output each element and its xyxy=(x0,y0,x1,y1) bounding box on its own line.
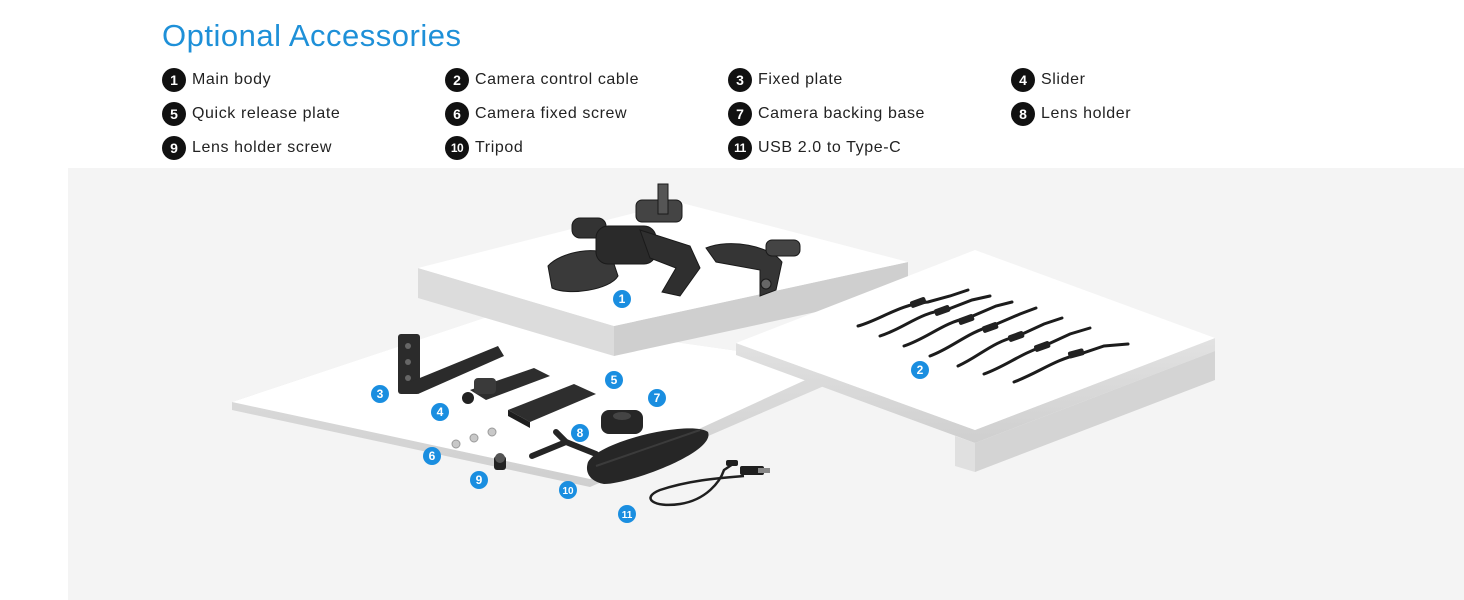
legend-item: 8 Lens holder xyxy=(1011,102,1131,126)
svg-text:5: 5 xyxy=(611,373,618,387)
legend-item: 5 Quick release plate xyxy=(162,102,340,126)
usb-cable xyxy=(649,460,770,507)
svg-text:6: 6 xyxy=(429,449,436,463)
legend-label: Lens holder xyxy=(1041,105,1132,122)
svg-text:2: 2 xyxy=(917,363,924,377)
quick-release-plate xyxy=(508,384,596,428)
svg-text:7: 7 xyxy=(654,391,661,405)
camera-backing-base xyxy=(601,410,643,434)
svg-text:9: 9 xyxy=(476,473,483,487)
legend-item: 4 Slider xyxy=(1011,68,1086,92)
number-badge: 7 xyxy=(728,102,752,126)
lens-holder xyxy=(529,429,599,459)
number-badge: 3 xyxy=(728,68,752,92)
legend-item: 1 Main body xyxy=(162,68,271,92)
legend-item: 2 Camera control cable xyxy=(445,68,639,92)
tripod xyxy=(586,428,709,484)
callout-8: 8 xyxy=(571,424,589,442)
legend-item: 7 Camera backing base xyxy=(728,102,925,126)
legend-label: Tripod xyxy=(475,139,524,156)
number-badge: 5 xyxy=(162,102,186,126)
legend-label: Camera backing base xyxy=(758,105,926,122)
number-badge: 2 xyxy=(445,68,469,92)
callout-6: 6 xyxy=(423,447,441,465)
callout-4: 4 xyxy=(431,403,449,421)
callouts: 1 2 3 4 5 6 7 8 9 10 11 xyxy=(371,290,929,523)
svg-text:10: 10 xyxy=(562,486,574,497)
legend-item: 11 USB 2.0 to Type-C xyxy=(728,136,901,160)
fixed-plate xyxy=(398,334,504,394)
legend-label: Main body xyxy=(192,71,272,88)
legend-item: 10 Tripod xyxy=(445,136,523,160)
number-badge: 6 xyxy=(445,102,469,126)
number-badge: 4 xyxy=(1011,68,1035,92)
number-badge: 10 xyxy=(445,136,469,160)
legend-label: Camera fixed screw xyxy=(475,105,628,122)
camera-fixed-screws xyxy=(451,427,497,449)
callout-10: 10 xyxy=(559,481,577,499)
lens-holder-screw xyxy=(494,453,506,470)
svg-text:11: 11 xyxy=(622,510,633,521)
legend-label: Slider xyxy=(1041,71,1086,88)
legend-label: Lens holder screw xyxy=(192,139,333,156)
callout-9: 9 xyxy=(470,471,488,489)
legend-item: 6 Camera fixed screw xyxy=(445,102,627,126)
svg-text:8: 8 xyxy=(577,426,584,440)
callout-3: 3 xyxy=(371,385,389,403)
legend-label: Camera control cable xyxy=(475,71,640,88)
camera-control-cables xyxy=(856,288,1130,384)
platform-cables xyxy=(736,250,1215,472)
callout-7: 7 xyxy=(648,389,666,407)
number-badge: 8 xyxy=(1011,102,1035,126)
number-badge: 11 xyxy=(728,136,752,160)
callout-5: 5 xyxy=(605,371,623,389)
legend-item: 9 Lens holder screw xyxy=(162,136,332,160)
legend-label: USB 2.0 to Type-C xyxy=(758,139,902,156)
page-title: Optional Accessories xyxy=(162,18,462,53)
callout-1: 1 xyxy=(613,290,631,308)
svg-text:4: 4 xyxy=(437,405,444,419)
legend-label: Quick release plate xyxy=(192,105,341,122)
number-badge: 9 xyxy=(162,136,186,160)
svg-text:3: 3 xyxy=(377,387,384,401)
callout-11: 11 xyxy=(618,505,636,523)
legend-label: Fixed plate xyxy=(758,71,843,88)
gimbal-main-body xyxy=(547,183,801,297)
legend-item: 3 Fixed plate xyxy=(728,68,843,92)
platform-gimbal xyxy=(418,202,908,356)
number-badge: 1 xyxy=(162,68,186,92)
callout-2: 2 xyxy=(911,361,929,379)
svg-text:1: 1 xyxy=(619,292,626,306)
slider xyxy=(462,368,550,404)
